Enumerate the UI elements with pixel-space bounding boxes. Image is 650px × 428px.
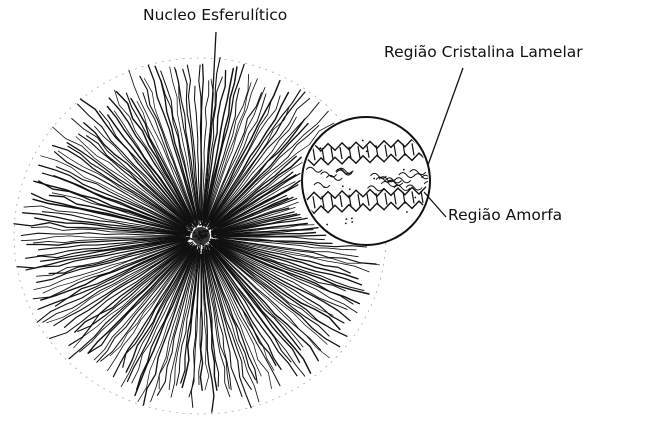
inset-speck: [326, 224, 328, 226]
magnified-inset: [300, 117, 440, 245]
inset-speck: [403, 169, 405, 171]
nucleus-speck: [202, 215, 204, 217]
inset-speck: [320, 150, 322, 152]
nucleus-label: Nucleo Esferulítico: [143, 8, 287, 24]
nucleus-speck: [199, 224, 201, 226]
nucleus-speck: [210, 226, 212, 228]
inset-speck: [345, 223, 347, 225]
nucleus-speck: [178, 239, 181, 242]
inset-speck: [373, 178, 375, 180]
fibril-line: [211, 244, 340, 347]
inset-speck: [414, 197, 416, 199]
inset-speck: [366, 150, 368, 152]
nucleus-speck: [186, 239, 188, 241]
inset-speck: [323, 186, 325, 188]
inset-speck: [342, 185, 344, 187]
nucleus-speck: [221, 237, 224, 240]
amorphous-region-label: Região Amorfa: [448, 208, 562, 224]
nucleus-speck: [204, 224, 206, 226]
nucleus-speck: [201, 223, 203, 225]
inset-speck: [362, 140, 364, 142]
inset-speck: [406, 211, 408, 213]
fibril-line: [211, 162, 302, 228]
inset-speck: [346, 218, 348, 220]
nucleus-speck: [178, 237, 180, 239]
nucleus-speck: [211, 220, 213, 222]
nucleus-speck: [192, 252, 193, 253]
nucleus-speck: [192, 218, 195, 221]
nucleus-speck: [208, 222, 210, 224]
inset-speck: [351, 218, 353, 220]
nucleus-speck: [193, 214, 196, 217]
nucleus-speck: [191, 227, 193, 229]
nucleus-speck: [188, 232, 191, 235]
inset-speck: [349, 188, 351, 190]
nucleus-speck: [209, 220, 211, 222]
nucleus-speck: [187, 221, 189, 223]
amorphous-leader-line: [424, 192, 446, 217]
nucleus-speck: [198, 245, 200, 247]
lamellar-leader-line: [428, 68, 463, 165]
nucleus-speck: [198, 248, 201, 251]
nucleus-speck: [217, 225, 218, 226]
inset-speck: [351, 221, 353, 223]
inset-speck: [319, 147, 321, 149]
nucleus-speck: [212, 234, 214, 236]
nucleus-speck: [181, 228, 184, 231]
nucleus-speck: [184, 233, 186, 235]
lamellar-region-label: Região Cristalina Lamelar: [384, 45, 583, 61]
inset-speck: [311, 134, 313, 136]
nucleus-speck: [191, 253, 193, 255]
fibril-line: [107, 107, 190, 223]
chain-fold: [430, 143, 432, 155]
nucleus-speck: [208, 228, 210, 230]
fibril-line: [209, 99, 309, 226]
